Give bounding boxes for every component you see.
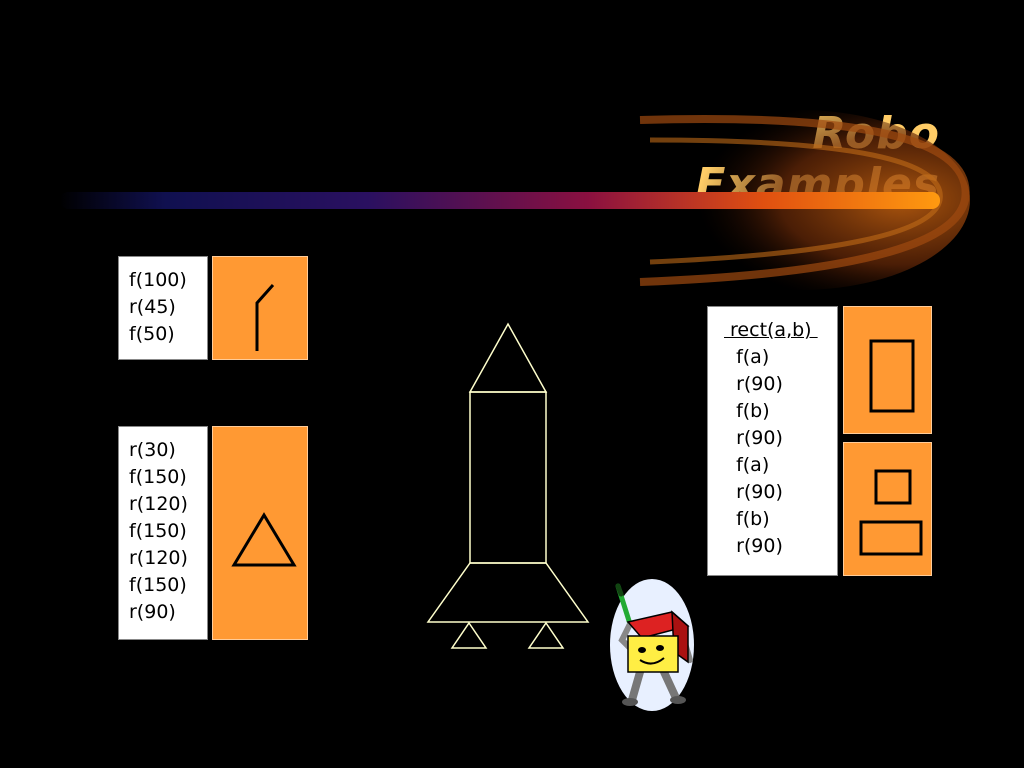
- code-line: f(a): [724, 454, 770, 476]
- rocket-left-fin: [450, 621, 488, 649]
- code-line: f(a): [724, 346, 770, 368]
- code-line: r(90): [724, 373, 783, 395]
- example2-code-box: r(30) f(150) r(120) f(150) r(120) f(150)…: [118, 426, 208, 640]
- example2-result-panel: [212, 426, 308, 640]
- code-line: r(30): [129, 439, 176, 461]
- rect-result-panel-tall: [843, 306, 932, 434]
- robot-with-pen-icon: [610, 579, 694, 711]
- procedure-header: rect(a,b): [724, 319, 818, 341]
- bent-line-drawing: [255, 284, 275, 351]
- rect-result-panel-shapes: [843, 442, 932, 576]
- code-line: f(150): [129, 466, 187, 488]
- code-line: r(90): [129, 601, 176, 623]
- rocket-base: [426, 562, 590, 623]
- code-line: f(150): [129, 520, 187, 542]
- example1-code-box: f(100) r(45) f(50): [118, 256, 208, 360]
- code-line: r(90): [724, 535, 783, 557]
- code-line: f(100): [129, 269, 187, 291]
- rocket-drawing: [426, 322, 590, 649]
- rocket-right-fin: [527, 621, 565, 649]
- code-line: f(150): [129, 574, 187, 596]
- rect-procedure-code-box: rect(a,b) f(a) r(90) f(b) r(90) f(a) r(9…: [707, 306, 838, 576]
- triangle-drawing: [231, 512, 297, 567]
- rocket-body: [469, 391, 547, 564]
- code-line: r(90): [724, 481, 783, 503]
- swoosh-bar: [60, 192, 940, 209]
- code-line: r(120): [129, 493, 188, 515]
- square-and-wide-rectangle-drawing: [859, 469, 923, 556]
- tall-rectangle-drawing: [869, 339, 915, 413]
- code-line: f(b): [724, 400, 770, 422]
- code-line: r(45): [129, 296, 176, 318]
- example1-result-panel: [212, 256, 308, 360]
- code-line: r(120): [129, 547, 188, 569]
- rocket-nose-cone: [468, 322, 548, 393]
- code-line: r(90): [724, 427, 783, 449]
- code-line: f(b): [724, 508, 770, 530]
- title-swoosh-decoration: [60, 110, 970, 290]
- code-line: f(50): [129, 323, 175, 345]
